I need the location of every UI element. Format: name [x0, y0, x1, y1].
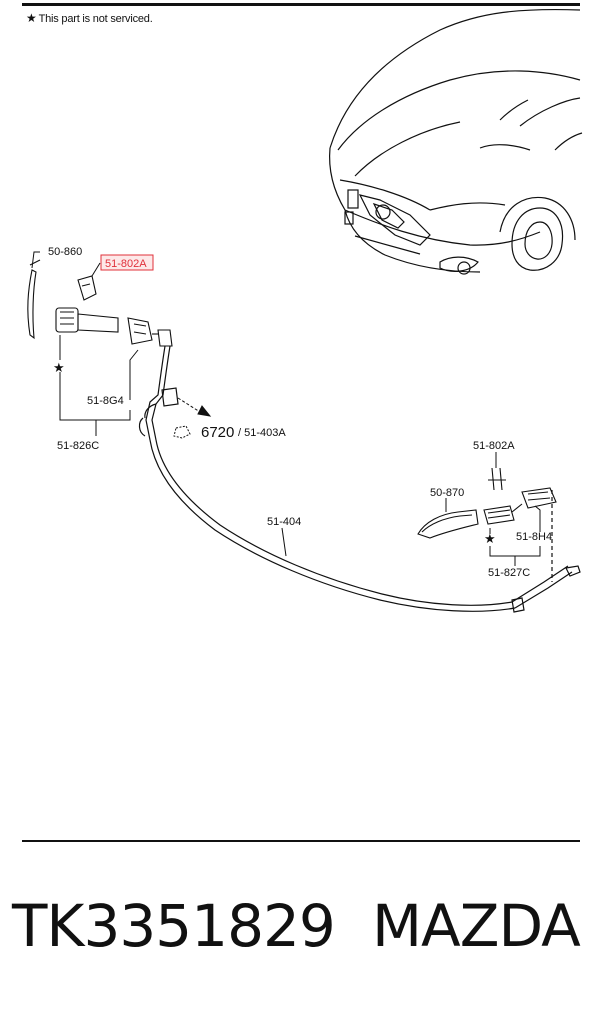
star-icon-right: ★	[484, 531, 496, 546]
parts-diagram: ★	[27, 8, 583, 613]
callout-6720: 6720	[201, 424, 234, 441]
part-number: TK3351829	[12, 892, 336, 960]
callout-51-827c: 51-827C	[488, 567, 530, 579]
left-leader-lines	[31, 251, 139, 436]
brand-name: MAZDA	[372, 892, 581, 960]
callout-51-826c: 51-826C	[57, 440, 99, 452]
car-illustration	[328, 8, 583, 275]
main-hose	[149, 439, 581, 613]
callout-51-404: 51-404	[267, 516, 301, 528]
left-washer-assembly	[27, 259, 173, 347]
right-washer-assembly	[417, 467, 557, 539]
left-hose-routing	[138, 345, 179, 441]
arrow-to-6720	[177, 397, 212, 417]
6720-connector-icon	[173, 425, 191, 439]
footer: TK3351829 MAZDA	[0, 892, 600, 972]
not-serviced-note: ★This part is not serviced.	[26, 11, 153, 25]
right-leader-lines	[281, 452, 541, 566]
bottom-rule	[22, 840, 580, 842]
star-icon: ★	[26, 11, 37, 25]
callout-51-802a-highlight	[100, 254, 154, 271]
callout-51-802a-right: 51-802A	[473, 440, 515, 452]
callout-51-8h4: 51-8H4	[516, 531, 552, 543]
top-rule	[22, 3, 580, 6]
note-text: This part is not serviced.	[38, 13, 153, 25]
callout-51-8g4: 51-8G4	[87, 395, 124, 407]
callout-50-860: 50-860	[48, 246, 82, 258]
callout-50-870: 50-870	[430, 487, 464, 499]
callout-51-802a-left: 51-802A	[105, 258, 147, 270]
star-icon-left: ★	[53, 360, 65, 375]
callout-51-403a: / 51-403A	[238, 427, 286, 439]
